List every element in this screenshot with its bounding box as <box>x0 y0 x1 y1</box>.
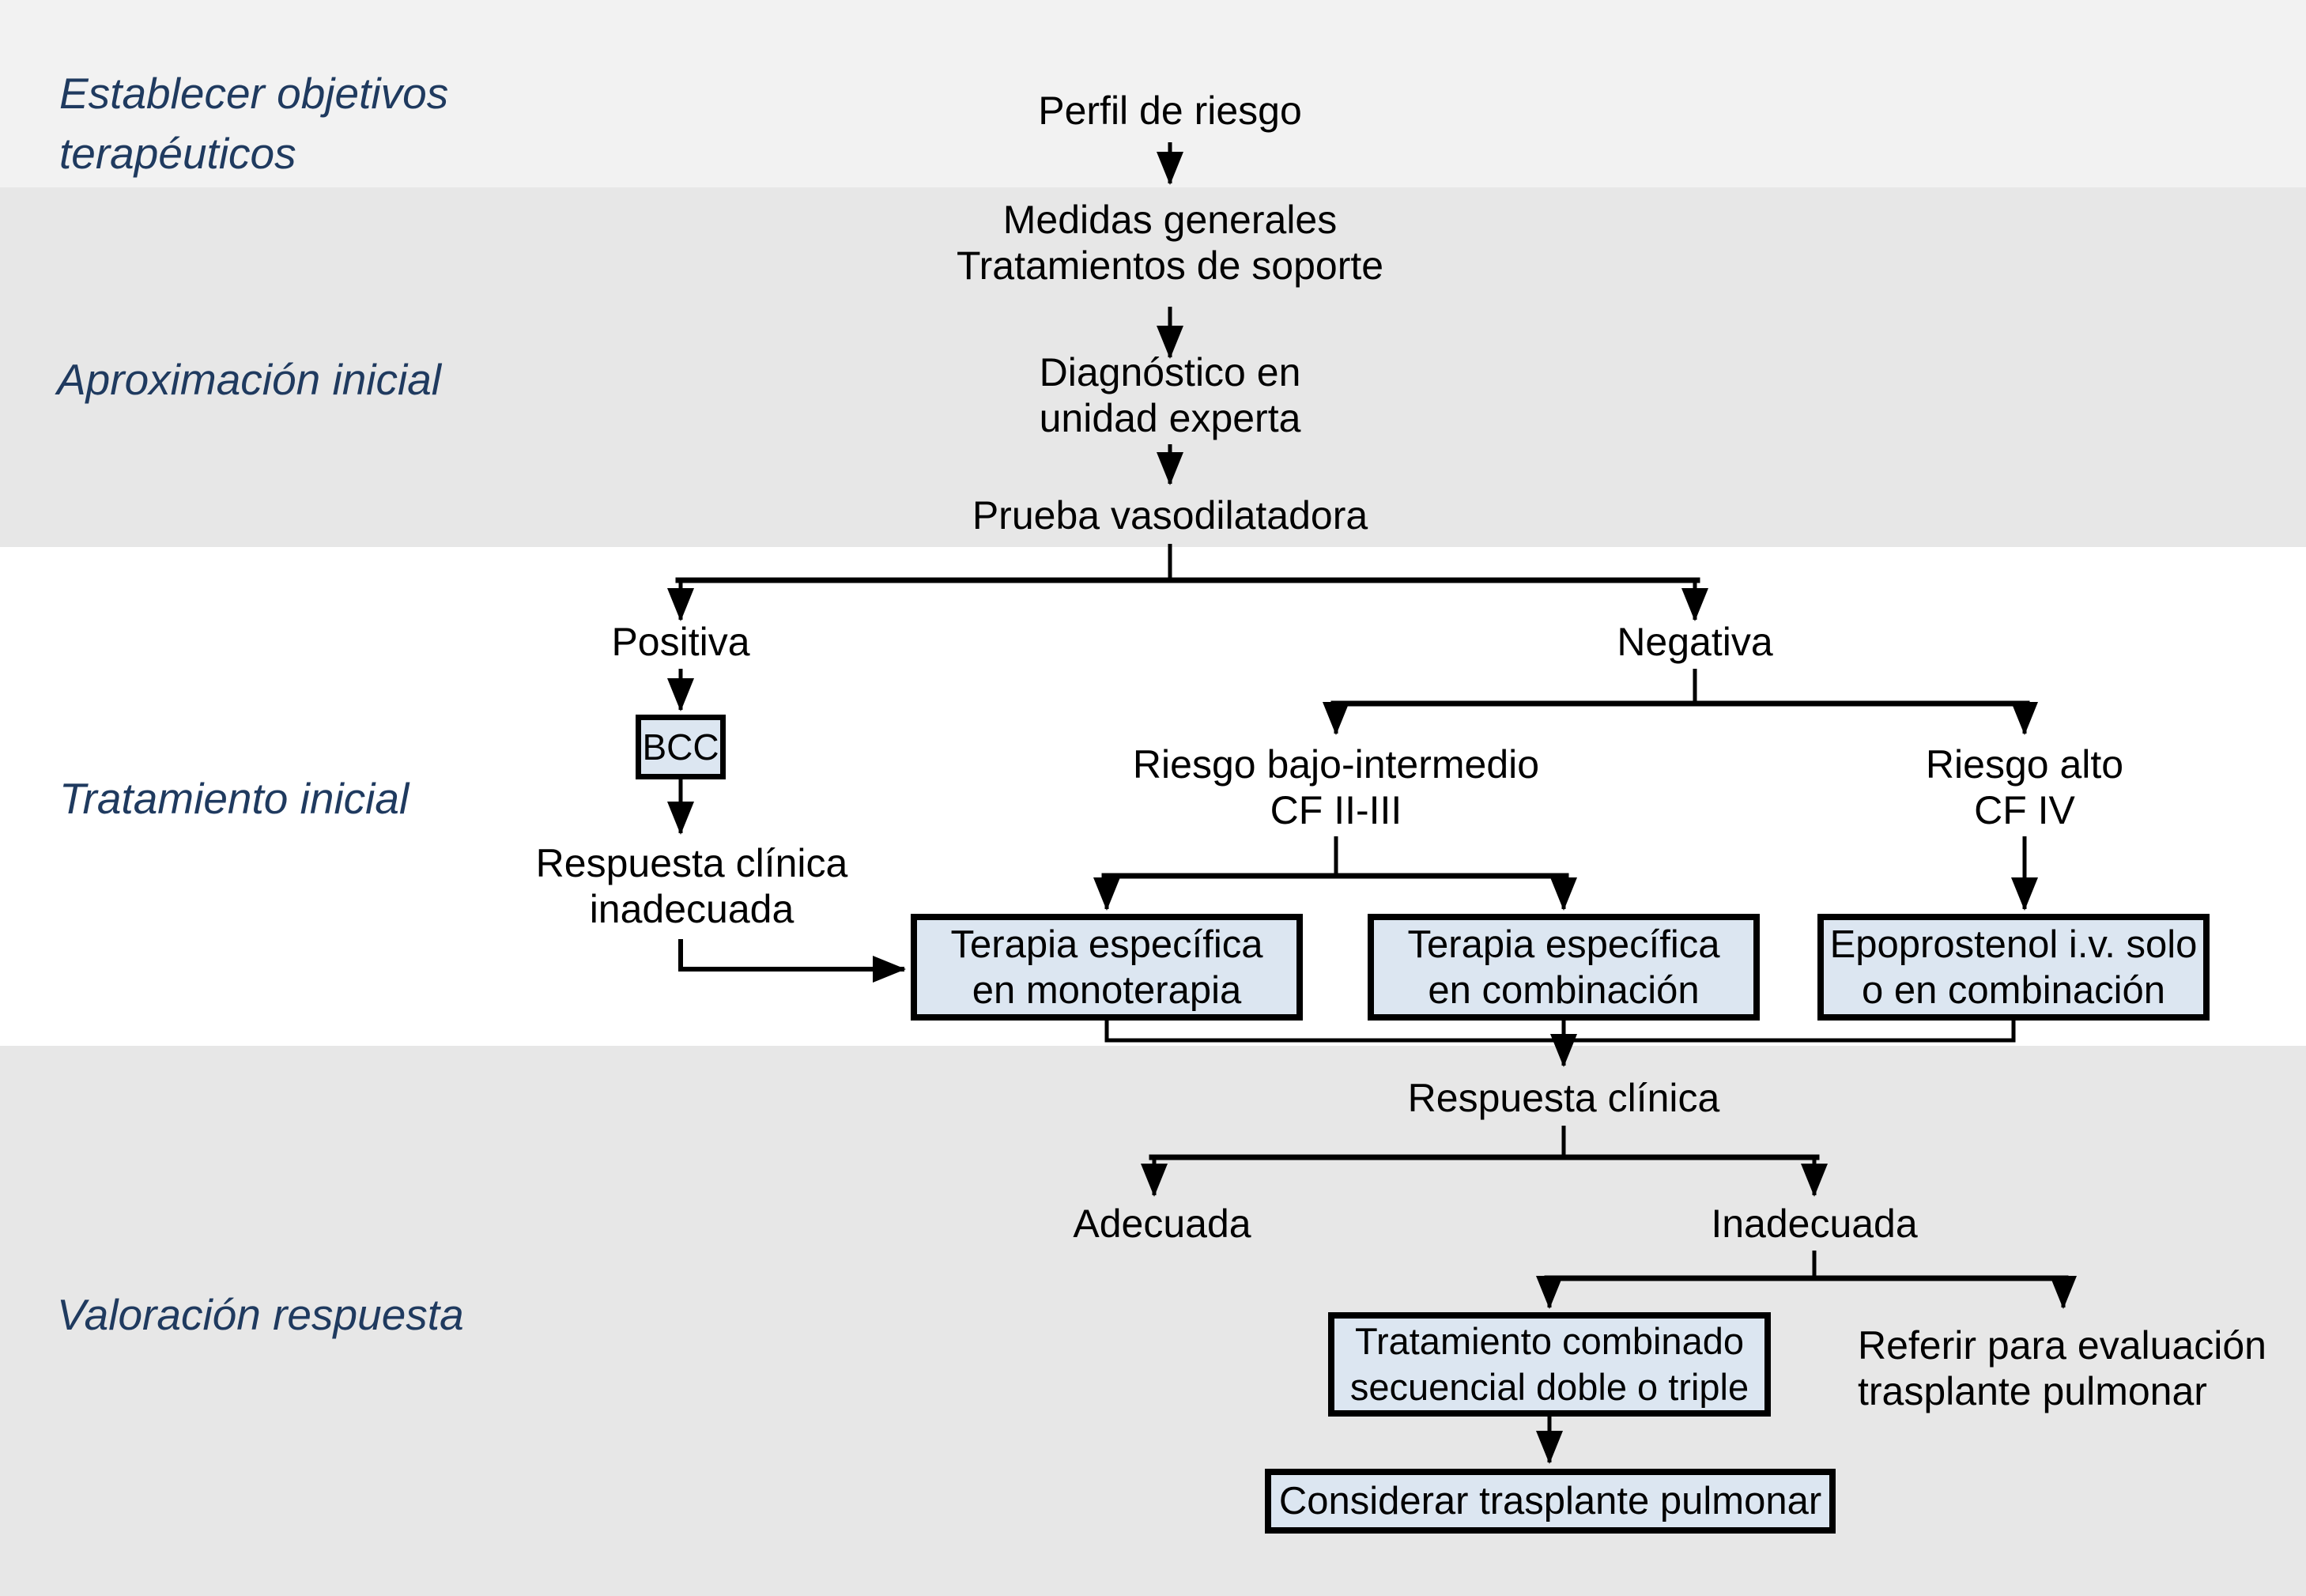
node-perfil-de-riesgo: Perfil de riesgo <box>1038 89 1302 133</box>
node-line: Tratamientos de soporte <box>956 243 1384 288</box>
node-inadecuada: Inadecuada <box>1711 1202 1918 1246</box>
node-line: trasplante pulmonar <box>1858 1369 2207 1413</box>
box-line: secuencial doble o triple <box>1349 1366 1749 1408</box>
band-aproximacion <box>0 187 2306 547</box>
box-epoprostenol: Epoprostenol i.v. solo o en combinación <box>1817 914 2210 1021</box>
node-line: CF II-III <box>1270 788 1402 832</box>
section-label-objetivos: Establecer objetivos terapéuticos <box>59 63 448 183</box>
box-line: en monoterapia <box>972 968 1242 1012</box>
node-riesgo-bajo: Riesgo bajo-intermedio CF II-III <box>1133 741 1539 833</box>
node-line: Respuesta clínica <box>535 841 848 885</box>
node-line: Medidas generales <box>1002 198 1338 242</box>
box-line: Terapia específica <box>1407 923 1720 966</box>
box-line: Epoprostenol i.v. solo <box>1829 923 2198 966</box>
node-line: CF IV <box>1974 788 2075 832</box>
node-riesgo-alto: Riesgo alto CF IV <box>1926 741 2123 833</box>
band-valoracion <box>0 1046 2306 1596</box>
box-label: Considerar trasplante pulmonar <box>1278 1480 1822 1522</box>
node-line: Riesgo bajo-intermedio <box>1132 742 1540 787</box>
node-line: Referir para evaluación <box>1858 1323 2266 1368</box>
node-prueba-vasodilatadora: Prueba vasodilatadora <box>972 493 1368 538</box>
box-line: en combinación <box>1428 968 1700 1012</box>
node-referir: Referir para evaluación trasplante pulmo… <box>1858 1322 2266 1414</box>
box-label: BCC <box>642 726 719 768</box>
box-tratamiento-combinado: Tratamiento combinado secuencial doble o… <box>1328 1312 1771 1417</box>
node-line: inadecuada <box>589 887 794 931</box>
node-respuesta-inadecuada: Respuesta clínica inadecuada <box>536 840 848 932</box>
collector-boxes <box>1104 1021 2016 1043</box>
node-positiva: Positiva <box>611 620 750 664</box>
arrow-respuesta-to-monoterapia <box>678 939 906 983</box>
box-terapia-monoterapia: Terapia específica en monoterapia <box>911 914 1303 1021</box>
node-medidas-generales: Medidas generales Tratamientos de soport… <box>957 197 1383 289</box>
node-adecuada: Adecuada <box>1073 1202 1251 1246</box>
node-negativa: Negativa <box>1617 620 1773 664</box>
node-line: Diagnóstico en <box>1039 350 1301 394</box>
section-label-line: terapéuticos <box>59 129 296 178</box>
section-label-aproximacion: Aproximación inicial <box>57 355 442 404</box>
box-line: o en combinación <box>1861 968 2166 1012</box>
node-line: Riesgo alto <box>1925 742 2124 787</box>
box-line: Tratamiento combinado <box>1354 1320 1744 1362</box>
box-bcc: BCC <box>636 715 726 779</box>
section-label-valoracion: Valoración respuesta <box>57 1290 464 1339</box>
node-line: unidad experta <box>1039 396 1301 440</box>
box-considerar-trasplante: Considerar trasplante pulmonar <box>1265 1469 1836 1534</box>
section-label-line: Establecer objetivos <box>59 69 449 118</box>
node-respuesta-clinica: Respuesta clínica <box>1407 1076 1720 1120</box>
box-line: Terapia específica <box>950 923 1263 966</box>
band-objetivos <box>0 0 2306 187</box>
box-terapia-combinacion: Terapia específica en combinación <box>1368 914 1760 1021</box>
section-label-tratamiento: Tratamiento inicial <box>59 774 409 823</box>
node-diagnostico: Diagnóstico en unidad experta <box>1040 349 1301 441</box>
